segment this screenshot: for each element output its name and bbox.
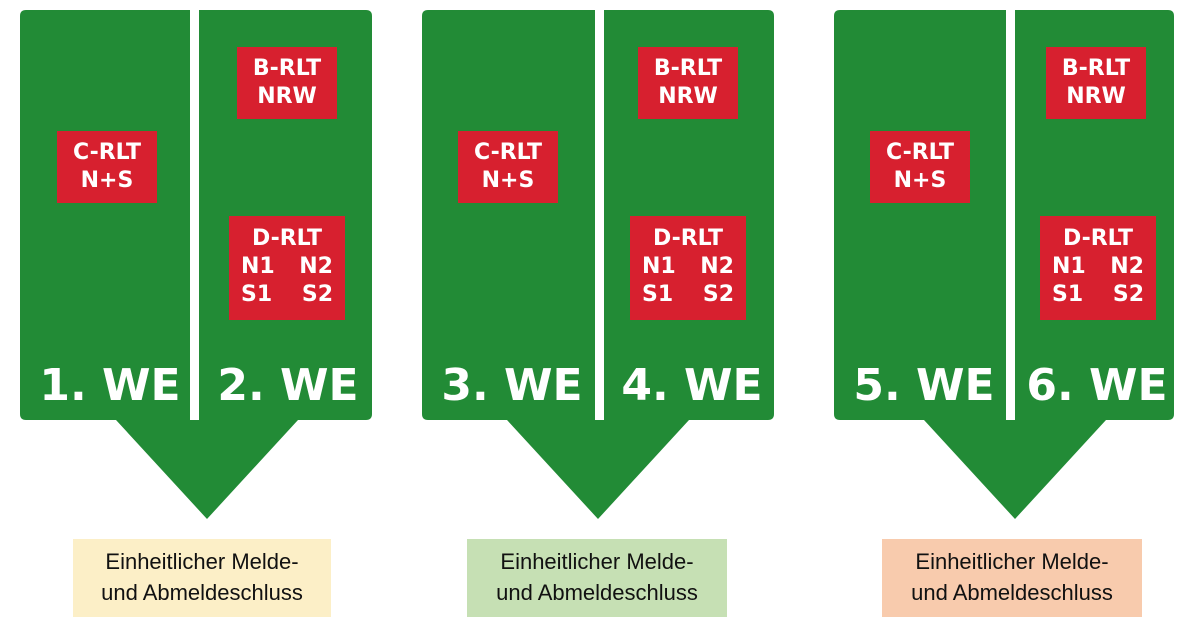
column-divider bbox=[1006, 10, 1015, 420]
b-rlt-badge: B-RLT NRW bbox=[1046, 47, 1146, 119]
weekend-label-4: 4. WE bbox=[621, 360, 763, 411]
weekend-label-2: 2. WE bbox=[217, 360, 359, 411]
b-rlt-badge: B-RLT NRW bbox=[237, 47, 337, 119]
deadline-note: Einheitlicher Melde- und Abmeldeschluss bbox=[882, 539, 1142, 617]
c-rlt-badge: C-RLT N+S bbox=[57, 131, 157, 203]
c-rlt-badge: C-RLT N+S bbox=[458, 131, 558, 203]
c-rlt-badge: C-RLT N+S bbox=[870, 131, 970, 203]
deadline-note: Einheitlicher Melde- und Abmeldeschluss bbox=[73, 539, 331, 617]
weekend-label-6: 6. WE bbox=[1026, 360, 1168, 411]
column-divider bbox=[595, 10, 604, 420]
weekend-label-5: 5. WE bbox=[853, 360, 995, 411]
column-divider bbox=[190, 10, 199, 420]
weekend-label-3: 3. WE bbox=[441, 360, 583, 411]
deadline-note: Einheitlicher Melde- und Abmeldeschluss bbox=[467, 539, 727, 617]
b-rlt-badge: B-RLT NRW bbox=[638, 47, 738, 119]
weekend-label-1: 1. WE bbox=[39, 360, 181, 411]
